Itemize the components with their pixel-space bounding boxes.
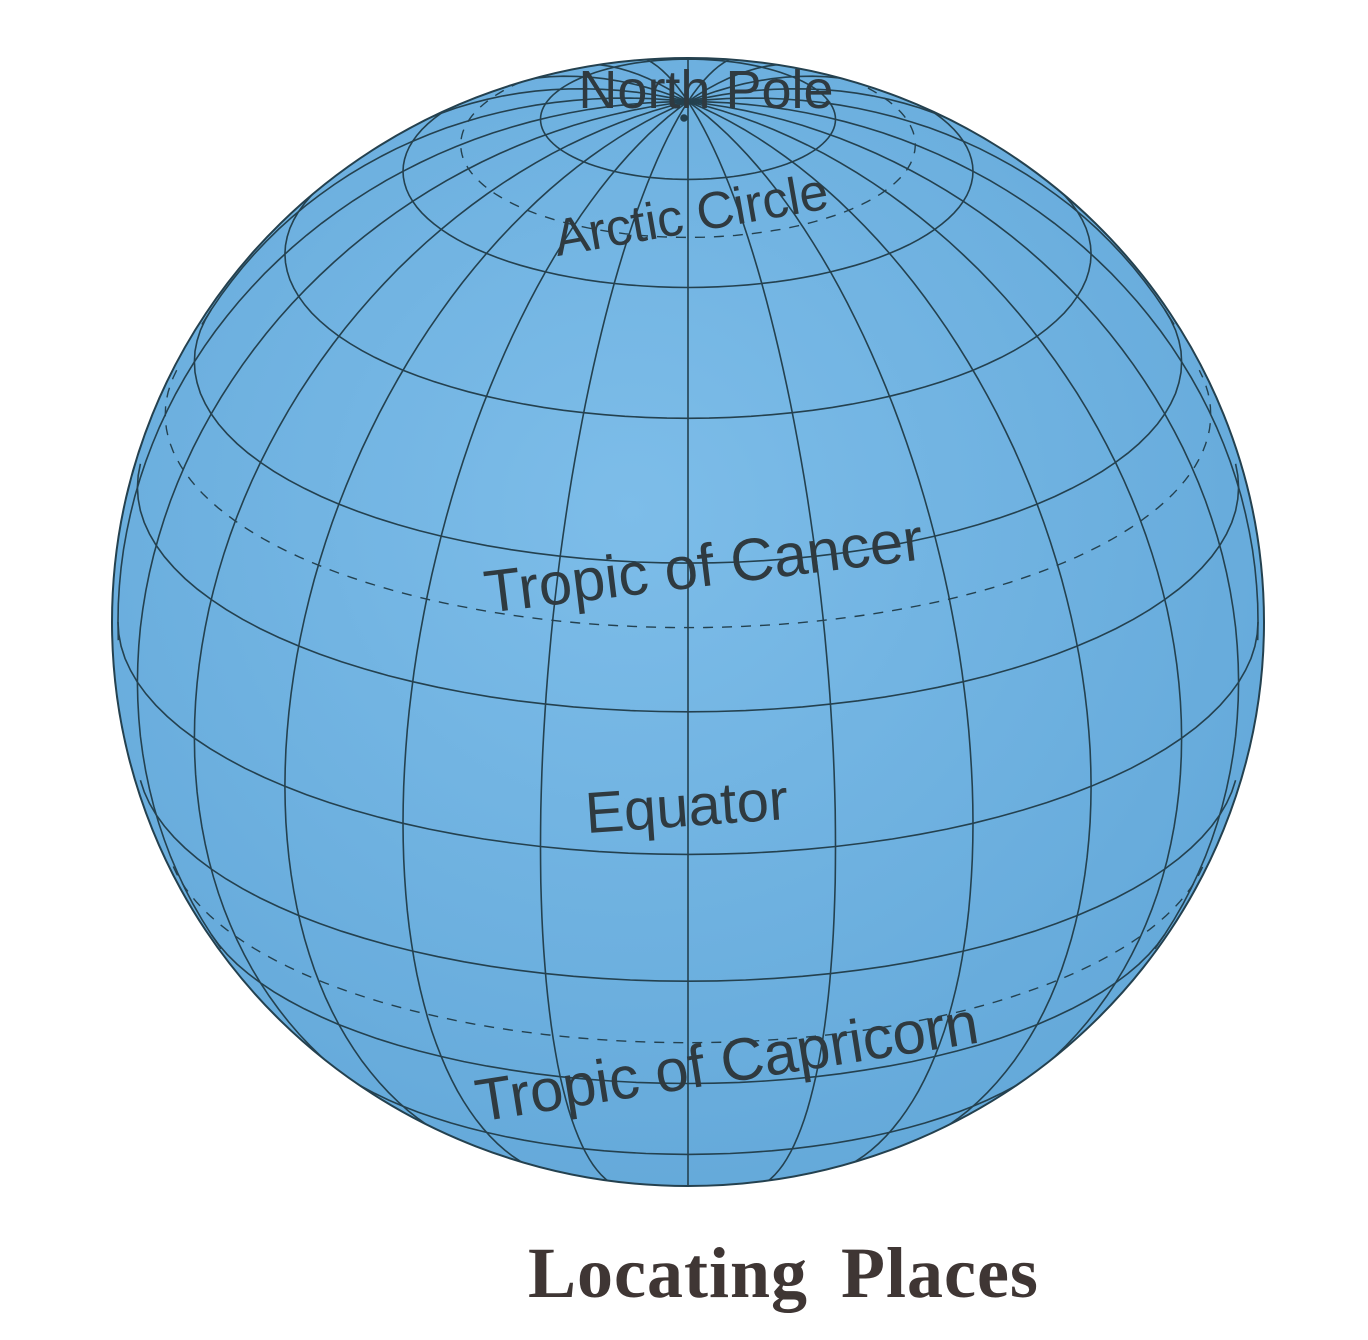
meridian-line: [539, 101, 689, 1186]
meridian-line: [687, 100, 1183, 1097]
meridian-line: [402, 100, 689, 1179]
meridian-line: [687, 100, 1092, 1152]
meridian-line: [193, 100, 689, 1097]
dashed-parallel-line: [172, 866, 1204, 1044]
meridian-line: [627, 58, 689, 102]
north-pole-label: North Pole: [578, 60, 833, 120]
meridian-line: [117, 100, 689, 641]
meridian-line: [284, 100, 689, 1152]
north-pole-point: [680, 114, 688, 122]
meridian-line: [687, 58, 749, 102]
meridian-line: [687, 100, 1259, 641]
meridian-line: [687, 100, 1240, 950]
meridian-line: [201, 97, 689, 325]
equator-label: Equator: [583, 767, 790, 846]
meridian-line: [687, 100, 974, 1179]
meridian-line: [687, 97, 1175, 325]
figure-caption: Locating Places: [528, 1233, 1039, 1313]
meridian-line: [687, 101, 837, 1186]
meridian-line: [136, 100, 689, 950]
